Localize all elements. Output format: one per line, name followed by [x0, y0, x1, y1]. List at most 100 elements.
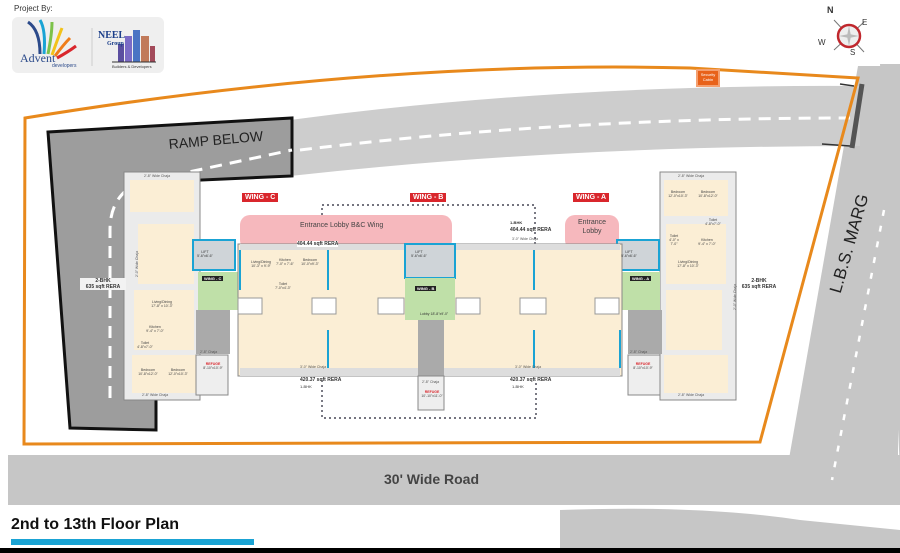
wing-a-1bhk-top-type: 1-BHK	[510, 220, 523, 225]
room-name: Kitchen	[701, 238, 713, 242]
wide-road-30ft	[8, 455, 900, 507]
room-dim: 9'-4" x 7'-0"	[146, 329, 164, 333]
room-dim: 9'-4" x 7'-0"	[698, 242, 716, 246]
room-living-dining: Living/Dining 10'-3" x 9'-9"	[248, 260, 274, 268]
driveway	[290, 85, 860, 176]
room-dim: 12'-0"x10'-3"	[668, 194, 688, 198]
room-name: Living/Dining	[677, 260, 699, 264]
room-dim: 10'-0"x9'-3"	[301, 262, 319, 266]
chaja-label: 2'-8" Chaja	[630, 350, 648, 354]
compass-north: N	[827, 5, 834, 15]
security-cabin-line1: Security	[700, 72, 716, 77]
room-name: Toilet	[669, 234, 679, 238]
lift-dim: 5'-6"x6'-6"	[197, 254, 213, 258]
room-living-dining: Living/Dining 17'-8" x 10'-3"	[668, 260, 708, 268]
chaja-label: 2'-0" Wide Chaja	[733, 283, 738, 311]
wing-c-2bhk	[123, 171, 238, 401]
room-bedroom: Bedroom 10'-8"x12'-0"	[694, 190, 722, 198]
chaja-label: 3'-0" Wide Chaja	[512, 237, 539, 241]
lift-dim: 5'-6"x6'-6"	[411, 254, 427, 258]
room-dim: 17'-8" x 10'-3"	[151, 304, 173, 308]
room-refuge-center: REFUGE 10'-10"x11'-0"	[418, 390, 446, 398]
wing-a-2bhk-area: 2-BHK 635 sqft RERA	[736, 278, 782, 290]
road-label-bottom: 30' Wide Road	[384, 471, 479, 487]
room-dim: 4'-8"x7'-0"	[705, 222, 721, 226]
wing-b-badge: WING - B	[410, 193, 447, 202]
wing-a-1bhk-bottom-type: 1-BHK	[512, 384, 524, 389]
wing-a-2bhk	[614, 171, 737, 401]
room-dim: 10'-3" x 9'-9"	[251, 264, 271, 268]
room-name: REFUGE	[205, 362, 221, 366]
advent-tagline: developers	[52, 63, 77, 69]
wing-c-badge: WING - C	[242, 193, 279, 202]
wing-c-1bhk-top-area: 404.44 sqft RERA	[297, 241, 339, 247]
page-title: 2nd to 13th Floor Plan	[11, 516, 180, 533]
room-name: REFUGE	[424, 390, 440, 394]
room-name: Kitchen	[279, 258, 291, 262]
room-name: Toilet	[708, 218, 718, 222]
room-dim: 8'-10"x10'-9"	[633, 366, 653, 370]
room-toilet: Toilet 4'-0" x 7'-0"	[666, 234, 682, 246]
entrance-lobby-a-label: Entrance Lobby	[572, 218, 612, 236]
unit-area: 635 sqft RERA	[741, 284, 777, 290]
chaja-label: 2'-8" Wide Chaja	[142, 393, 169, 397]
room-dim: 10'-8"x12'-0"	[138, 372, 158, 376]
room-dim: 17'-8" x 10'-3"	[677, 264, 699, 268]
room-bedroom: Bedroom 10'-0"x9'-3"	[296, 258, 324, 266]
entrance-lobby-a	[565, 215, 619, 250]
room-name: Bedroom	[140, 368, 156, 372]
lobby-label: Lobby 18'-8"x9'-0"	[420, 312, 448, 316]
wing-c-core-badge: WING - C	[202, 276, 224, 281]
lift-label: LIFT 5'-6"x6'-6"	[196, 250, 214, 258]
advent-logo-text: Advent	[20, 51, 56, 65]
room-name: Toilet	[278, 282, 288, 286]
lobby-dim: 18'-8"x9'-0"	[430, 312, 449, 316]
room-name: Bedroom	[700, 190, 716, 194]
advent-logo-icon	[27, 19, 156, 66]
unit-area: 635 sqft RERA	[85, 284, 121, 290]
chaja-label: 2'-8" Wide Chaja	[144, 174, 171, 178]
room-dim: 7'-0"x4'-3"	[275, 286, 291, 290]
room-name: Living/Dining	[250, 260, 272, 264]
neel-group-text: Group	[107, 41, 124, 47]
entrance-lobby-bc-label: Entrance Lobby B&C Wing	[300, 222, 384, 229]
wing-c-2bhk-area: 2-BHK 635 sqft RERA	[80, 278, 126, 290]
room-bedroom: Bedroom 10'-8"x12'-0"	[134, 368, 162, 376]
neel-tagline: Builders & Developers	[112, 64, 152, 69]
compass-icon	[833, 19, 865, 53]
room-name: Kitchen	[149, 325, 161, 329]
wing-bc-1bhk	[237, 243, 623, 411]
room-kitchen: Kitchen 7'-0" x 7'-6"	[274, 258, 296, 266]
wing-a-badge: WING - A	[573, 193, 610, 202]
lift-dim: 5'-6"x6'-6"	[621, 254, 637, 258]
entrance-lobby-a-line1: Entrance	[577, 219, 607, 226]
chaja-label: 2'-8" Chaja	[200, 350, 218, 354]
room-name: Bedroom	[670, 190, 686, 194]
room-name: Toilet	[140, 341, 150, 345]
wing-c-1bhk-bottom-type: 1-BHK	[300, 384, 312, 389]
unit-type: 2-BHK	[751, 278, 767, 284]
room-dim: 10'-10"x11'-0"	[421, 394, 443, 398]
wing-a-1bhk-top-area: 404.44 sqft RERA	[510, 227, 552, 233]
room-dim: 12'-0"x10'-3"	[168, 372, 188, 376]
chaja-label: 2'-8" Wide Chaja	[678, 174, 705, 178]
room-dim: 4'-8"x7'-0"	[137, 345, 153, 349]
security-cabin	[696, 69, 720, 87]
lift-label: LIFT 5'-6"x6'-6"	[620, 250, 638, 258]
room-refuge: REFUGE 8'-10"x10'-9"	[198, 362, 228, 370]
chaja-label: 3'-0" Wide Chaja	[300, 365, 327, 369]
unit-type: 2-BHK	[95, 278, 111, 284]
security-cabin-label: Security Cabin	[698, 72, 718, 82]
bottom-strip	[0, 548, 900, 553]
wing-a-core-badge: WING - A	[630, 276, 652, 281]
wing-c-1bhk-bottom-area: 420.37 sqft RERA	[300, 377, 342, 383]
project-by-label: Project By:	[14, 4, 53, 13]
neel-logo-text: NEEL	[98, 30, 126, 41]
room-kitchen: Kitchen 9'-4" x 7'-0"	[692, 238, 722, 246]
chaja-label: 2'-0" Wide Chaja	[135, 250, 140, 278]
lbs-marg-road-body	[780, 66, 898, 510]
room-name: Living/Dining	[151, 300, 173, 304]
room-dim: 8'-10"x10'-9"	[203, 366, 223, 370]
